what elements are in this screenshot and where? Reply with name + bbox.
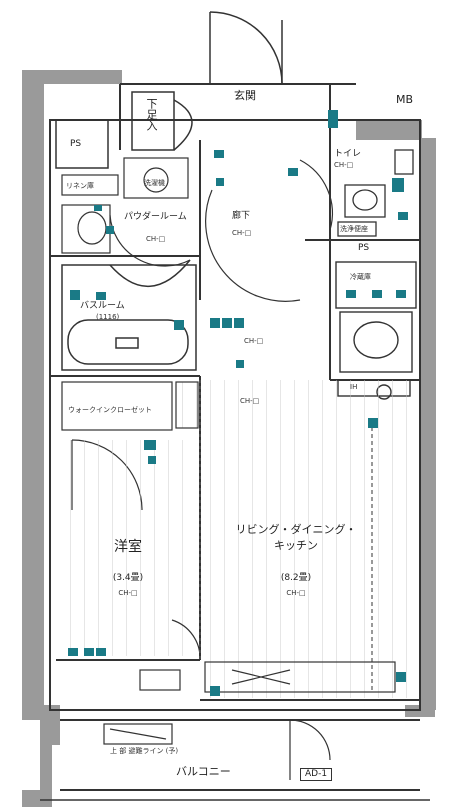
toilet-fixture bbox=[337, 149, 414, 237]
linen-washer bbox=[61, 157, 189, 199]
label-shoe-storage: 下足入 bbox=[145, 98, 158, 131]
label-powder-room: パウダールーム bbox=[124, 212, 187, 222]
label-balcony-escape: 上 部 避難ライン (予) bbox=[110, 747, 179, 755]
label-ldk-line2: キッチン bbox=[274, 539, 318, 552]
label-walk-in: ウォークインクローゼット bbox=[68, 406, 152, 414]
label-bath-size: (1116) bbox=[96, 313, 120, 321]
outer-walls bbox=[22, 70, 436, 807]
label-toilet-ch: CH-□ bbox=[334, 161, 354, 169]
kitchen-counter bbox=[335, 261, 417, 400]
shoe-storage bbox=[131, 91, 193, 151]
ps-box bbox=[55, 119, 109, 169]
label-western-ch: CH-□ bbox=[118, 589, 138, 597]
label-ldk-ch: CH-□ bbox=[286, 589, 306, 597]
balcony-window bbox=[103, 661, 396, 780]
label-ps-mid: PS bbox=[358, 243, 370, 253]
label-balcony-code: AD-1 bbox=[300, 768, 333, 781]
electrical-symbols bbox=[68, 110, 408, 696]
label-entrance: 玄関 bbox=[234, 89, 256, 102]
label-linen: リネン庫 bbox=[66, 182, 94, 190]
western-room-door bbox=[139, 619, 201, 691]
label-mb: MB bbox=[396, 93, 414, 106]
label-lower-ch: CH-□ bbox=[240, 397, 260, 405]
label-washer: 洗濯機 bbox=[144, 179, 165, 187]
label-powder-ch: CH-□ bbox=[146, 235, 166, 243]
label-ps: PS bbox=[70, 139, 82, 149]
label-fridge: 冷蔵庫 bbox=[350, 273, 371, 281]
label-western-size: (3.4畳) bbox=[112, 573, 144, 583]
entrance-door bbox=[209, 11, 283, 85]
label-ldk-size: (8.2畳) bbox=[280, 573, 312, 583]
label-mid-ch: CH-□ bbox=[244, 337, 264, 345]
hallway-doors bbox=[205, 159, 333, 302]
label-hallway-ch: CH-□ bbox=[232, 229, 252, 237]
bathtub bbox=[61, 259, 197, 371]
ldk-floor bbox=[204, 380, 418, 698]
label-western-room: 洋室 bbox=[114, 539, 142, 555]
label-washlet: 洗浄便座 bbox=[340, 225, 368, 233]
label-cooktop: IH bbox=[350, 383, 358, 391]
label-ldk-line1: リビング・ダイニング・ bbox=[235, 523, 357, 536]
label-balcony: バルコニー bbox=[176, 765, 231, 778]
label-hallway: 廊下 bbox=[232, 211, 251, 221]
label-toilet: トイレ bbox=[334, 149, 362, 159]
label-bathroom: バスルーム bbox=[80, 301, 125, 311]
